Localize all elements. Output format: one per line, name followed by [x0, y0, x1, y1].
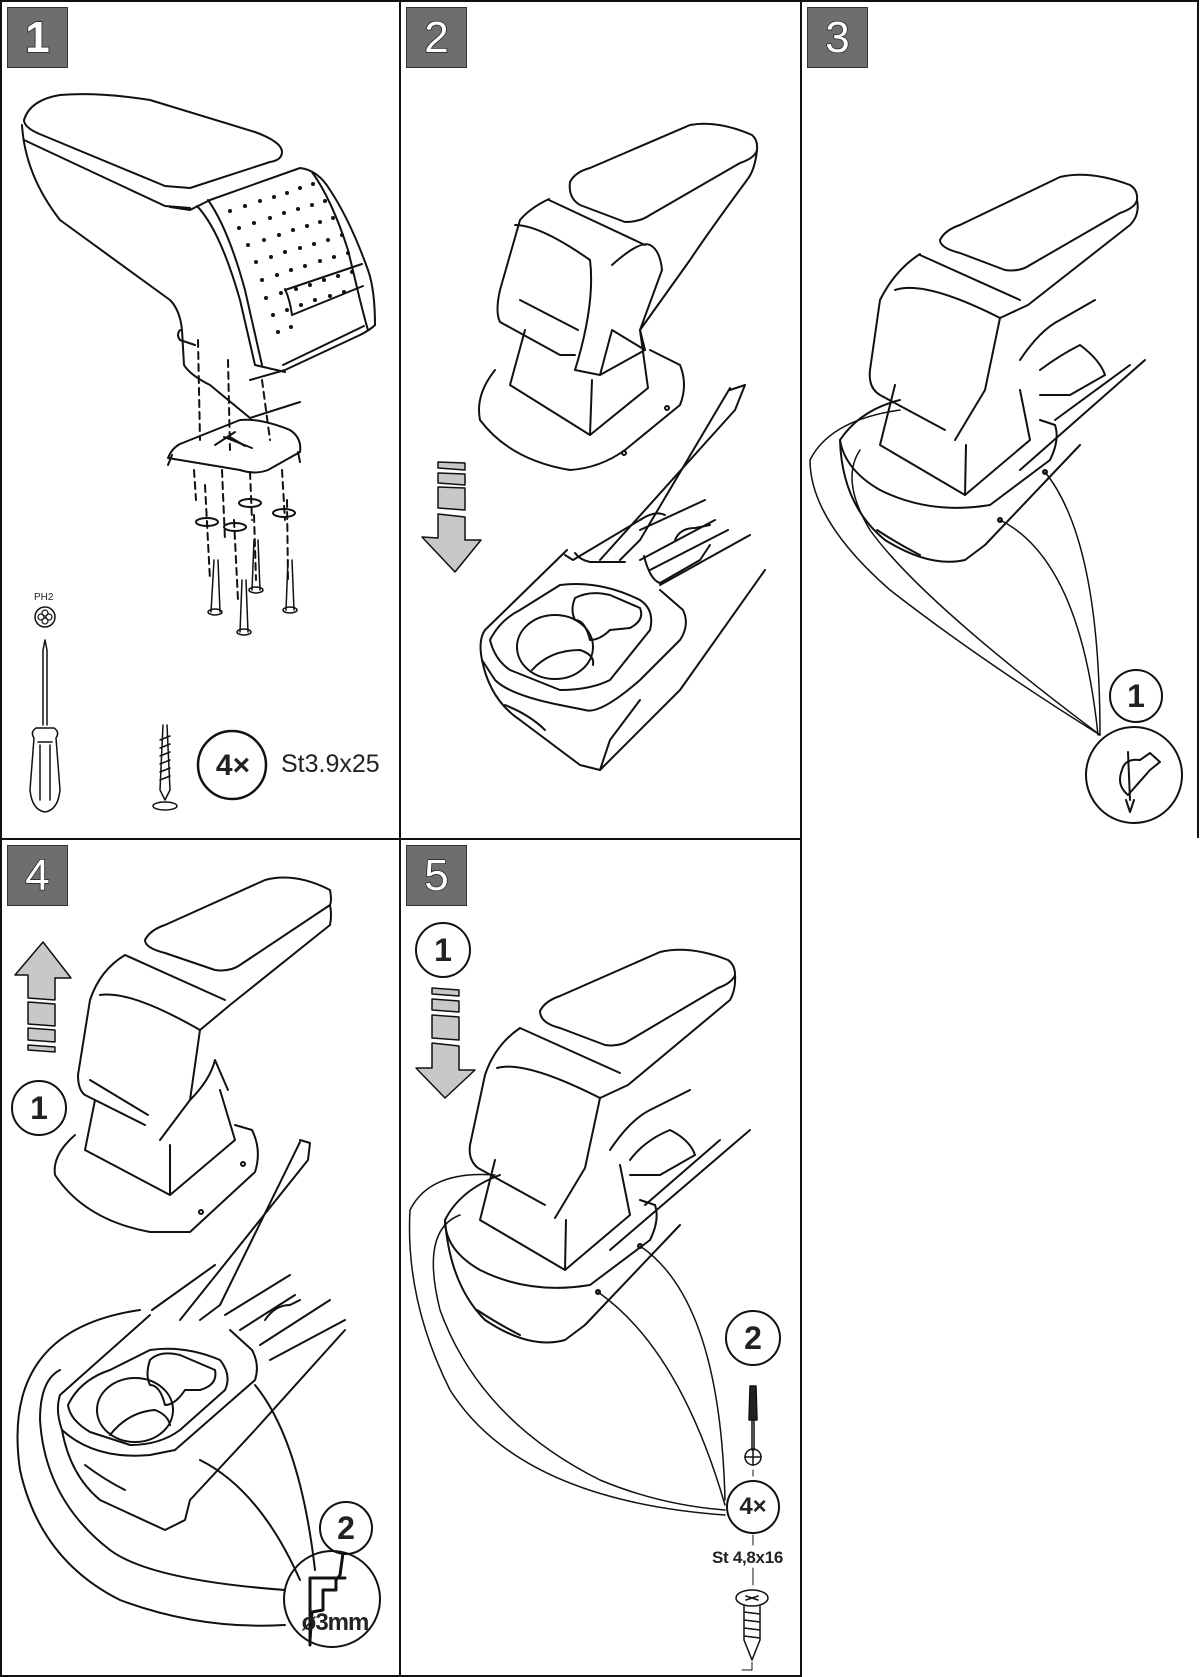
armrest-installed-illustration	[839, 173, 1146, 563]
substep-circle	[415, 922, 471, 978]
substep-circle	[11, 1080, 67, 1136]
step-number-badge: 2	[406, 7, 467, 68]
step-number-badge: 5	[406, 845, 467, 906]
wood-screw-icon	[152, 724, 178, 811]
step-4-panel: 4	[0, 838, 401, 1677]
perforation-dots	[228, 182, 354, 334]
console-illustration	[479, 384, 766, 771]
screw-guide-lines	[408, 1173, 726, 1516]
substep-circle	[725, 1310, 781, 1366]
empty-panel	[800, 838, 1200, 1677]
screw-icon	[207, 539, 298, 636]
pan-head-screw-icon	[735, 1589, 769, 1671]
screwdriver-icon	[744, 1385, 762, 1477]
substep-circle	[1109, 669, 1163, 723]
screw-quantity-label: 4×	[739, 1493, 767, 1520]
arrow-up-icon	[14, 941, 72, 1053]
mounting-plate-illustration	[167, 339, 302, 636]
quantity-circle	[196, 729, 268, 801]
screwdriver-icon	[29, 639, 61, 813]
step-number-badge: 3	[807, 7, 868, 68]
step-3-panel: 3	[800, 0, 1199, 840]
screw-quantity-label: 4×	[215, 749, 251, 782]
drill-size-label: ø3mm	[301, 1609, 370, 1636]
substep-circle	[319, 1501, 373, 1555]
console-with-drill-lines	[16, 1139, 346, 1627]
step-2-panel: 2	[399, 0, 802, 840]
substep-number: 1	[30, 1090, 48, 1126]
step-number-badge: 4	[7, 845, 68, 906]
arrow-down-icon	[415, 987, 476, 1099]
hand-marking-pen-icon	[1119, 751, 1161, 813]
substep-number: 1	[1127, 678, 1145, 714]
step-number-badge: 1	[7, 7, 68, 68]
drill-icon	[308, 1551, 347, 1647]
phillips-bit-icon	[34, 606, 56, 628]
arrow-down-icon	[421, 461, 482, 573]
marking-circle	[1085, 726, 1183, 824]
substep-number: 2	[337, 1510, 355, 1546]
drill-circle	[283, 1550, 381, 1648]
substep-number: 2	[744, 1320, 762, 1356]
armrest-illustration	[478, 122, 759, 471]
substep-number: 1	[434, 932, 452, 968]
screw-spec-label: St3.9x25	[281, 750, 380, 778]
step-1-panel: 1	[0, 0, 401, 840]
bit-size-label: PH2	[34, 592, 54, 603]
marking-guide-lines	[809, 409, 1101, 736]
quantity-circle	[726, 1480, 780, 1534]
armrest-installed-illustration	[444, 948, 751, 1344]
screw-spec-label: St 4,8x16	[712, 1548, 784, 1567]
armrest-exploded-illustration	[21, 93, 376, 419]
armrest-lifted-illustration	[53, 876, 332, 1233]
